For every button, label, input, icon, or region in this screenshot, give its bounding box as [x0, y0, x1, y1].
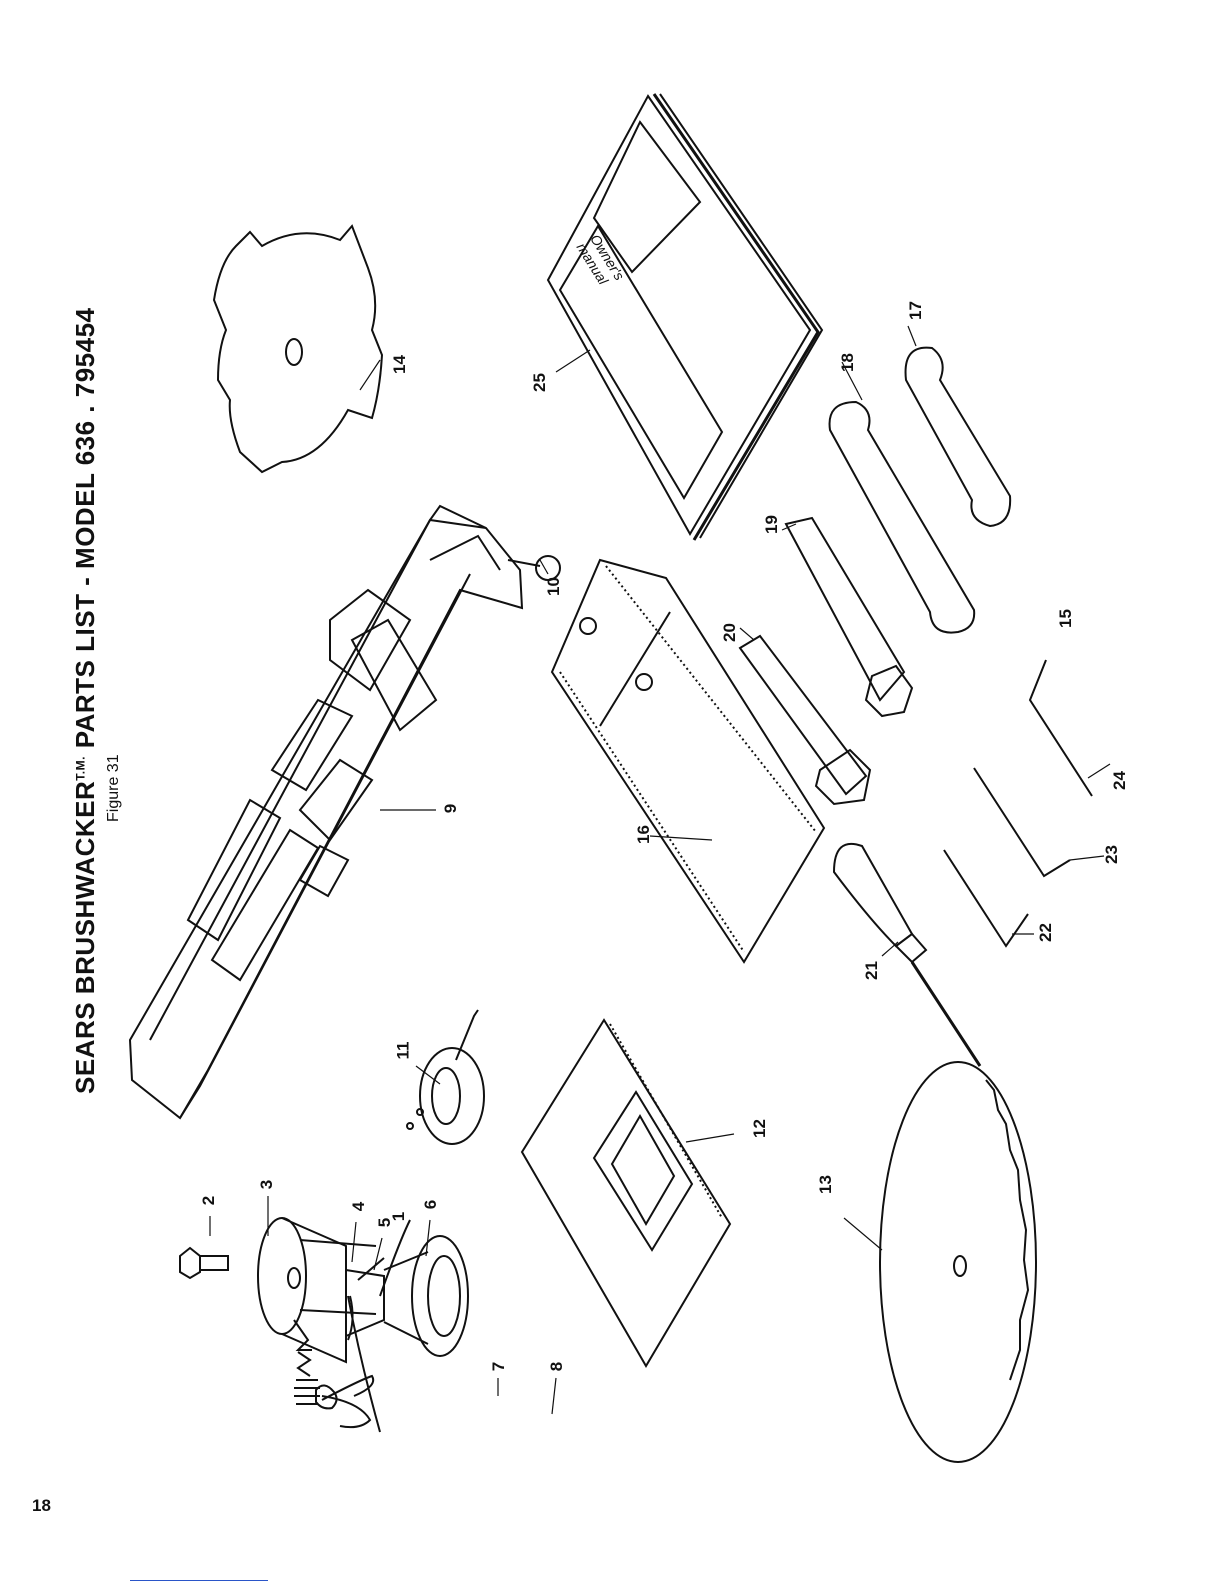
callout-20: 20	[721, 623, 738, 642]
callout-15: 15	[1057, 609, 1074, 628]
callout-17: 17	[907, 301, 924, 320]
callout-16: 16	[635, 825, 652, 844]
callout-11: 11	[394, 1042, 411, 1060]
callout-25: 25	[531, 373, 548, 392]
callout-19: 19	[763, 515, 780, 534]
callout-10: 10	[545, 577, 562, 596]
callout-18: 18	[839, 353, 856, 372]
callout-13: 13	[817, 1175, 834, 1194]
footer-rule	[130, 1580, 268, 1581]
callout-5: 5	[376, 1218, 393, 1227]
callout-3: 3	[258, 1180, 275, 1189]
owners-manual-drawing	[548, 94, 822, 540]
spark-plug-wrench-drawings	[740, 518, 912, 804]
callout-24: 24	[1111, 771, 1128, 790]
callout-22: 22	[1037, 923, 1054, 942]
callout-2: 2	[200, 1196, 217, 1205]
four-point-blade-drawing	[214, 226, 382, 472]
callout-12: 12	[751, 1119, 768, 1138]
carrying-case-drawing	[130, 506, 560, 1118]
mounting-plate-drawing	[522, 1020, 730, 1366]
callout-21: 21	[863, 961, 880, 980]
saw-blade-drawing	[880, 1062, 1036, 1462]
callout-7: 7	[490, 1362, 507, 1371]
page-number: 18	[32, 1496, 51, 1516]
hub-assembly-drawing	[407, 1010, 484, 1144]
callout-8: 8	[548, 1362, 565, 1371]
screwdriver-drawing	[834, 844, 980, 1066]
tool-pouch-drawing	[552, 560, 824, 962]
callout-9: 9	[442, 804, 459, 813]
hex-key-drawings	[944, 660, 1092, 946]
callout-4: 4	[350, 1202, 367, 1211]
trimmer-head-drawing	[180, 1218, 468, 1432]
callout-14: 14	[391, 355, 408, 374]
callout-23: 23	[1103, 845, 1120, 864]
callout-6: 6	[422, 1200, 439, 1209]
